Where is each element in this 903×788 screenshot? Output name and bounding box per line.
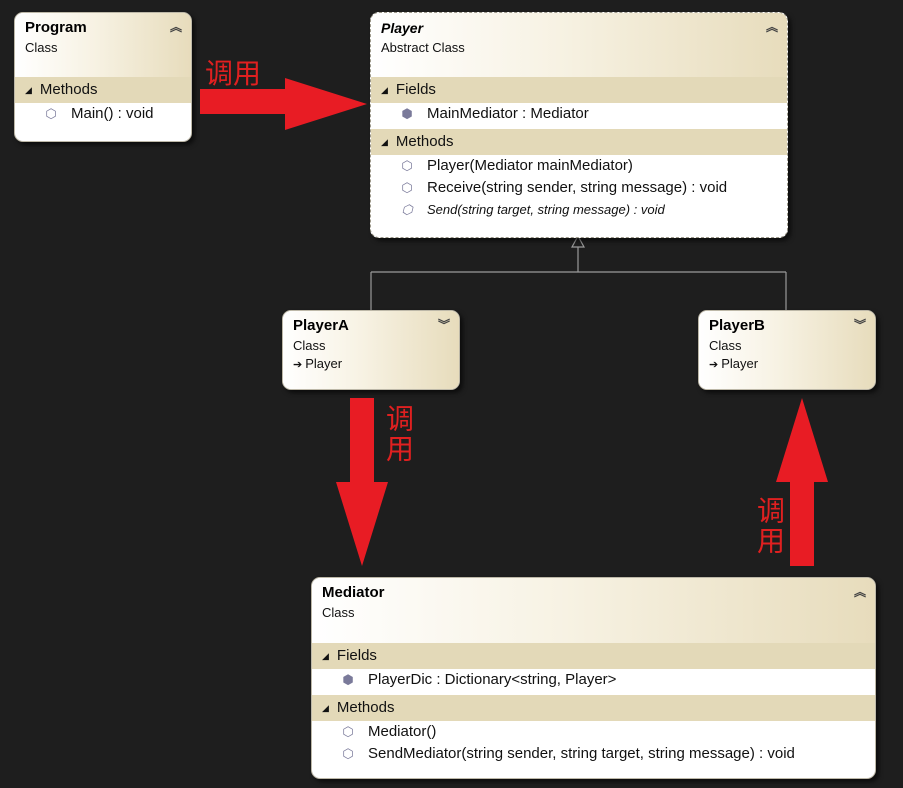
inheritance-connectors (370, 247, 787, 310)
inheritance-triangle-icon (570, 234, 586, 248)
call-arrow-mediator-to-playerB (776, 398, 828, 566)
member-row[interactable]: ⬢ MainMediator : Mediator (371, 103, 787, 125)
class-stereotype: Abstract Class (381, 40, 465, 55)
member-text: Send(string target, string message) : vo… (427, 202, 665, 217)
class-header[interactable]: Mediator Class ︽ (312, 578, 875, 643)
method-icon: ⬡ (401, 180, 413, 195)
section-label: Methods (39, 81, 98, 98)
class-header[interactable]: Program Class ︽ (15, 13, 191, 77)
method-icon: ⬡ (401, 202, 413, 217)
member-text: Main() : void (71, 105, 154, 122)
section-header-methods[interactable]: ◢ Methods (312, 695, 875, 721)
section-label: Methods (336, 699, 395, 716)
member-row[interactable]: ⬡ Receive(string sender, string message) … (371, 177, 787, 199)
member-text: PlayerDic : Dictionary<string, Player> (368, 671, 617, 688)
section-label: Fields (395, 81, 436, 98)
call-label-mediator-to-playerB: 调用 (754, 496, 785, 556)
class-box-playerB[interactable]: PlayerB Class ➔Player ︾ (698, 310, 876, 390)
member-text: Player(Mediator mainMediator) (427, 157, 633, 174)
call-label-program-to-player: 调用 (205, 58, 262, 89)
class-name: Program (25, 19, 87, 36)
expanded-triangle-icon: ◢ (25, 85, 32, 95)
call-arrow-playerA-to-mediator (336, 398, 388, 566)
base-class-line: ➔Player (709, 355, 865, 374)
private-method-icon: ⬡ (45, 106, 57, 121)
field-icon: ⬢ (342, 672, 354, 687)
section-header-methods[interactable]: ◢ Methods (15, 77, 191, 103)
section-header-fields[interactable]: ◢ Fields (312, 643, 875, 669)
expanded-triangle-icon: ◢ (381, 137, 388, 147)
class-name: PlayerA (293, 317, 349, 334)
class-name: Player (381, 20, 424, 36)
base-class-line: ➔Player (293, 355, 449, 374)
class-box-playerA[interactable]: PlayerA Class ➔Player ︾ (282, 310, 460, 390)
class-box-program[interactable]: Program Class ︽ ◢ Methods ⬡ Main() : void (14, 12, 192, 142)
expand-chevron-icon[interactable]: ︾ (437, 318, 450, 332)
class-header[interactable]: PlayerB Class ➔Player ︾ (699, 311, 875, 389)
section-label: Methods (395, 133, 454, 150)
member-row[interactable]: ⬡ SendMediator(string sender, string targ… (312, 743, 875, 765)
section-label: Fields (336, 647, 377, 664)
collapse-chevron-icon[interactable]: ︽ (169, 20, 182, 34)
method-icon: ⬡ (342, 746, 354, 761)
class-stereotype: Class (293, 338, 326, 353)
member-text: SendMediator(string sender, string targe… (368, 745, 795, 762)
base-class-name: Player (305, 356, 343, 371)
member-text: Mediator() (368, 723, 437, 740)
expand-chevron-icon[interactable]: ︾ (853, 318, 866, 332)
inherits-arrow-icon: ➔ (709, 359, 719, 371)
call-label-playerA-to-mediator: 调用 (383, 404, 414, 464)
inherits-arrow-icon: ➔ (293, 359, 303, 371)
class-stereotype: Class (322, 605, 355, 620)
class-header[interactable]: PlayerA Class ➔Player ︾ (283, 311, 459, 389)
member-row-abstract[interactable]: ⬡ Send(string target, string message) : v… (371, 199, 787, 221)
class-name: Mediator (322, 584, 385, 601)
method-icon: ⬡ (401, 158, 413, 173)
class-box-player[interactable]: Player Abstract Class ︽ ◢ Fields ⬢ MainMed… (370, 12, 788, 238)
member-row[interactable]: ⬡ Player(Mediator mainMediator) (371, 155, 787, 177)
class-name: PlayerB (709, 317, 765, 334)
member-row[interactable]: ⬡ Mediator() (312, 721, 875, 743)
class-stereotype: Class (709, 338, 742, 353)
section-header-fields[interactable]: ◢ Fields (371, 77, 787, 103)
member-row[interactable]: ⬢ PlayerDic : Dictionary<string, Player> (312, 669, 875, 691)
collapse-chevron-icon[interactable]: ︽ (853, 585, 866, 599)
member-text: MainMediator : Mediator (427, 105, 589, 122)
class-stereotype: Class (25, 40, 58, 55)
member-row[interactable]: ⬡ Main() : void (15, 103, 191, 125)
expanded-triangle-icon: ◢ (322, 703, 329, 713)
expanded-triangle-icon: ◢ (381, 85, 388, 95)
collapse-chevron-icon[interactable]: ︽ (765, 20, 778, 34)
field-icon: ⬢ (401, 106, 413, 121)
section-header-methods[interactable]: ◢ Methods (371, 129, 787, 155)
expanded-triangle-icon: ◢ (322, 651, 329, 661)
class-header[interactable]: Player Abstract Class ︽ (371, 13, 787, 77)
member-text: Receive(string sender, string message) :… (427, 179, 728, 196)
call-arrow-program-to-player (200, 78, 367, 130)
base-class-name: Player (721, 356, 759, 371)
class-box-mediator[interactable]: Mediator Class ︽ ◢ Fields ⬢ PlayerDic : Di… (311, 577, 876, 779)
method-icon: ⬡ (342, 724, 354, 739)
